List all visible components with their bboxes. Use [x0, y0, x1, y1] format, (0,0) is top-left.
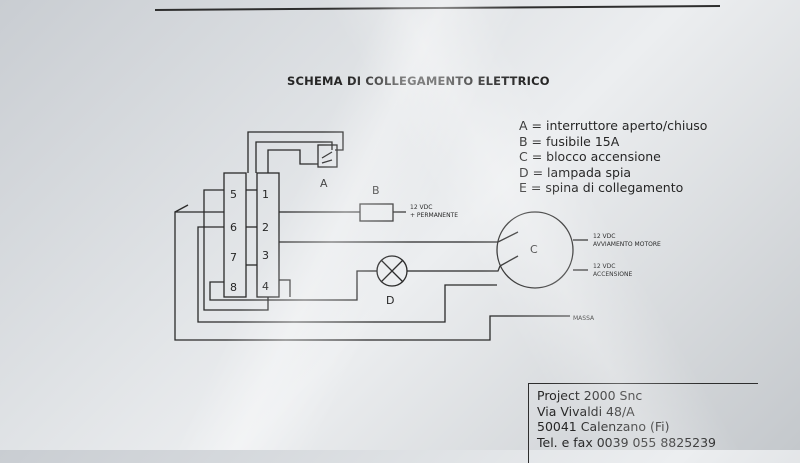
connector-left-column — [223, 172, 247, 298]
fuse-supply-permanent: + PERMANENTE — [410, 212, 458, 219]
legend: A = interruttore aperto/chiuso B = fusib… — [519, 118, 707, 196]
fuse-b — [359, 203, 394, 222]
terminal-4: 4 — [262, 280, 269, 293]
legend-item-c: C = blocco accensione — [519, 149, 661, 164]
terminal-7: 7 — [230, 251, 237, 264]
company-street: Via Vivaldi 48/A — [537, 403, 635, 419]
terminal-2: 2 — [262, 221, 269, 234]
legend-item-e: E = spina di collegamento — [519, 180, 684, 195]
company-city: 50041 Calenzano (Fi) — [537, 419, 670, 434]
terminal-5: 5 — [230, 188, 237, 201]
legend-item-b: B = fusibile 15A — [519, 133, 620, 149]
label-b: B — [372, 184, 380, 197]
legend-item-a: A = interruttore aperto/chiuso — [519, 118, 708, 133]
legend-item-d: D = lampada spia — [519, 164, 632, 180]
switch-a — [317, 144, 338, 168]
ignition-block-c — [496, 211, 574, 289]
fuse-supply-voltage: 12 VDC — [410, 204, 432, 211]
wiring-diagram: 1 2 3 4 5 6 7 8 A B C D 12 VDC + PERMANE… — [174, 131, 661, 341]
terminal-6: 6 — [230, 221, 237, 234]
company-phone: Tel. e fax 0039 055 8825239 — [537, 434, 717, 450]
starter-voltage: 12 VDC — [593, 233, 615, 240]
ignition-label: ACCENSIONE — [593, 271, 632, 278]
terminal-3: 3 — [262, 249, 269, 262]
label-c: C — [530, 243, 538, 256]
terminal-8: 8 — [230, 281, 237, 294]
terminal-1: 1 — [262, 188, 269, 201]
label-d: D — [386, 294, 394, 307]
ground-label: MASSA — [573, 315, 595, 322]
starter-label: AVVIAMENTO MOTORE — [593, 241, 661, 248]
company-address-box: Project 2000 Snc Via Vivaldi 48/A 50041 … — [528, 383, 758, 463]
diagram-title: SCHEMA DI COLLEGAMENTO ELETTRICO — [287, 74, 550, 88]
company-name: Project 2000 Snc — [537, 388, 643, 403]
ignition-voltage: 12 VDC — [593, 263, 615, 270]
label-a: A — [320, 177, 328, 190]
